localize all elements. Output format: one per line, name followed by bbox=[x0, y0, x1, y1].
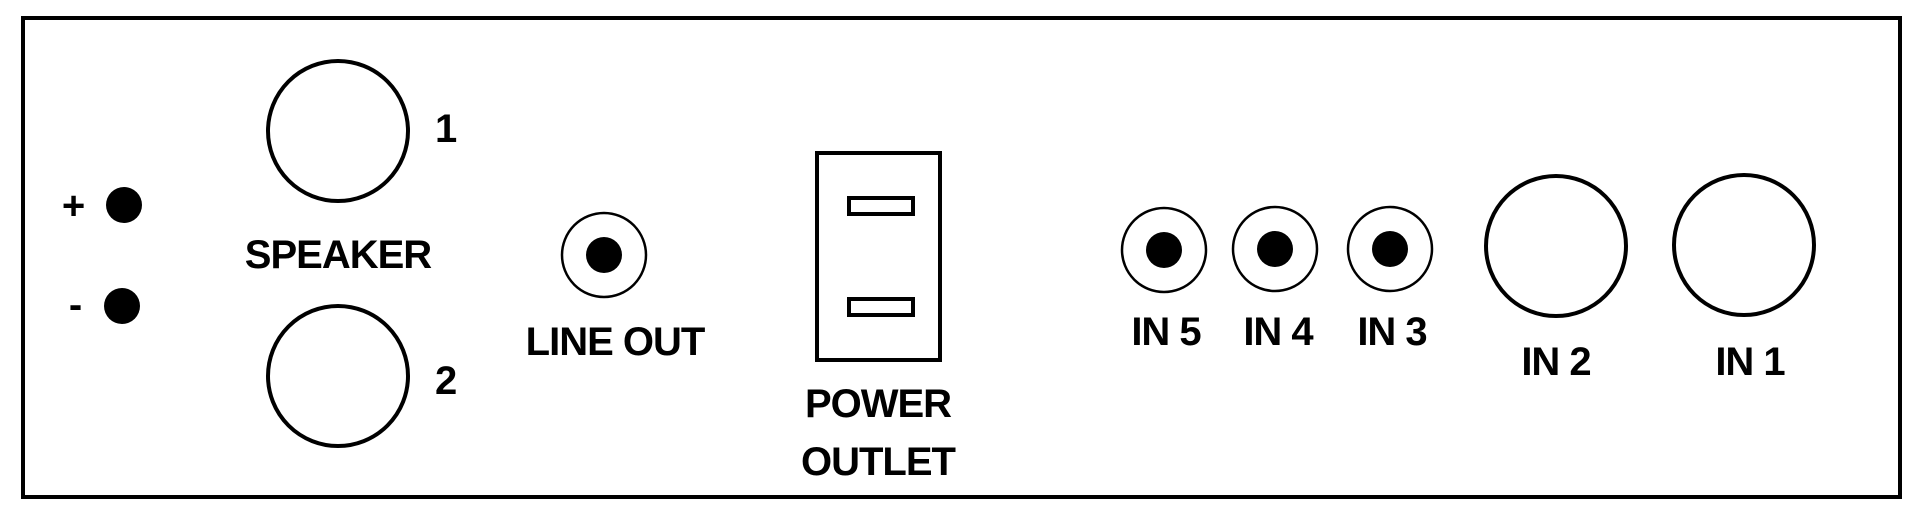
minus-label: - bbox=[69, 283, 81, 327]
input-jack-2[interactable] bbox=[1484, 174, 1628, 318]
outlet-label: OUTLET bbox=[801, 440, 956, 484]
speaker-port-1-label: 1 bbox=[435, 107, 457, 151]
input-4-label: IN 4 bbox=[1243, 310, 1314, 354]
speaker-label: SPEAKER bbox=[245, 233, 432, 277]
input-jack-4[interactable] bbox=[1231, 205, 1319, 293]
minus-terminal[interactable] bbox=[104, 288, 140, 324]
line-out-label: LINE OUT bbox=[526, 320, 705, 364]
input-1-label: IN 1 bbox=[1715, 340, 1785, 384]
input-jack-5[interactable] bbox=[1120, 206, 1208, 294]
power-outlet[interactable] bbox=[815, 151, 942, 362]
input-3-label: IN 3 bbox=[1357, 310, 1426, 354]
input-jack-1[interactable] bbox=[1672, 173, 1816, 317]
plus-terminal[interactable] bbox=[106, 187, 142, 223]
outlet-slot bbox=[847, 297, 915, 317]
plus-label: + bbox=[62, 184, 84, 228]
outlet-slot bbox=[847, 196, 915, 216]
input-jack-3[interactable] bbox=[1346, 205, 1434, 293]
input-2-label: IN 2 bbox=[1521, 340, 1590, 384]
input-5-label: IN 5 bbox=[1131, 310, 1201, 354]
line-out-jack[interactable] bbox=[560, 211, 648, 299]
speaker-port-1[interactable] bbox=[266, 59, 410, 203]
power-label: POWER bbox=[805, 382, 952, 426]
speaker-port-2[interactable] bbox=[266, 304, 410, 448]
speaker-port-2-label: 2 bbox=[435, 359, 456, 403]
